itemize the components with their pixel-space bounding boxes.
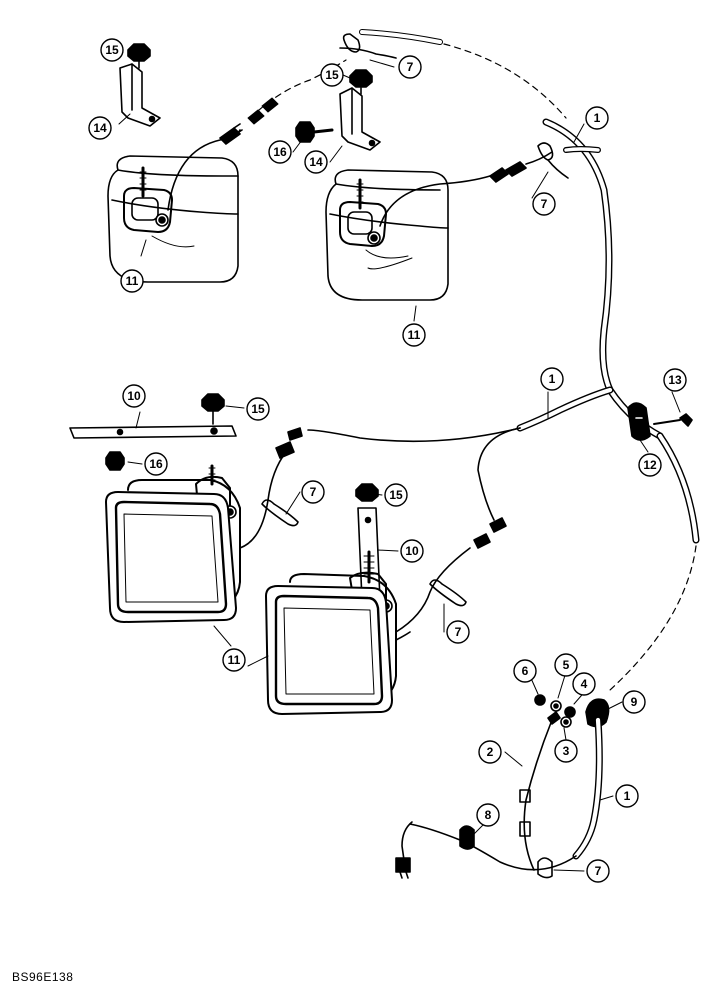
washer-5 bbox=[550, 700, 562, 712]
bracket-upper-right bbox=[339, 87, 381, 151]
callout-10: 10 bbox=[400, 539, 424, 563]
callout-6: 6 bbox=[513, 659, 537, 683]
callout-15: 15 bbox=[100, 38, 124, 62]
lower-harness bbox=[395, 694, 610, 879]
callout-4: 4 bbox=[572, 672, 596, 696]
washer-4 bbox=[564, 706, 576, 718]
drawing-code: BS96E138 bbox=[12, 970, 74, 984]
callout-12: 12 bbox=[638, 453, 662, 477]
bolt-16-lower bbox=[105, 451, 125, 471]
callout-label: 7 bbox=[455, 625, 462, 639]
callout-1: 1 bbox=[540, 367, 564, 391]
callout-2: 2 bbox=[478, 740, 502, 764]
callout-label: 1 bbox=[594, 111, 601, 125]
callout-label: 11 bbox=[126, 274, 139, 288]
callout-label: 14 bbox=[309, 155, 323, 169]
callout-5: 5 bbox=[554, 653, 578, 677]
bracket-upper-left bbox=[119, 63, 161, 127]
callout-label: 9 bbox=[631, 695, 638, 709]
callout-9: 9 bbox=[622, 690, 646, 714]
callout-7: 7 bbox=[532, 192, 556, 216]
housing-upper-left bbox=[107, 155, 239, 283]
callout-label: 1 bbox=[624, 789, 631, 803]
housing-upper-right bbox=[325, 169, 449, 301]
callout-label: 7 bbox=[541, 197, 548, 211]
callout-7: 7 bbox=[586, 859, 610, 883]
callout-15: 15 bbox=[246, 397, 270, 421]
callout-14: 14 bbox=[304, 150, 328, 174]
callout-label: 8 bbox=[485, 808, 492, 822]
washer-6 bbox=[534, 694, 546, 706]
callout-3: 3 bbox=[554, 739, 578, 763]
callout-16: 16 bbox=[144, 452, 168, 476]
wire-to-left-lower-light bbox=[307, 427, 521, 443]
upper-right-work-light bbox=[295, 29, 569, 301]
callout-label: 10 bbox=[405, 544, 419, 558]
clamp-12 bbox=[627, 402, 693, 441]
lower-right-flood-light bbox=[265, 483, 471, 715]
main-harness-tube bbox=[516, 118, 700, 691]
bolt-16-upper bbox=[295, 121, 315, 143]
callout-label: 13 bbox=[668, 373, 682, 387]
callout-label: 15 bbox=[325, 68, 339, 82]
callout-label: 12 bbox=[643, 458, 657, 472]
lower-left-flood-light bbox=[69, 393, 299, 623]
callout-7: 7 bbox=[398, 55, 422, 79]
callout-label: 11 bbox=[228, 653, 241, 667]
nut-lower-left bbox=[201, 393, 225, 412]
callout-label: 10 bbox=[127, 389, 141, 403]
nut-3 bbox=[560, 716, 572, 728]
callout-label: 7 bbox=[310, 485, 317, 499]
callout-14: 14 bbox=[88, 116, 112, 140]
callout-15: 15 bbox=[384, 483, 408, 507]
callout-15: 15 bbox=[320, 63, 344, 87]
nut-upper-right bbox=[349, 69, 373, 88]
callout-label: 4 bbox=[581, 677, 588, 691]
callout-16: 16 bbox=[268, 140, 292, 164]
callout-7: 7 bbox=[301, 480, 325, 504]
callout-1: 1 bbox=[615, 784, 639, 808]
callout-label: 5 bbox=[563, 658, 570, 672]
upper-left-work-light bbox=[107, 43, 243, 283]
callout-label: 11 bbox=[408, 328, 421, 342]
callout-label: 16 bbox=[149, 457, 163, 471]
callout-label: 14 bbox=[93, 121, 107, 135]
callout-label: 2 bbox=[487, 745, 494, 759]
callout-label: 15 bbox=[251, 402, 265, 416]
nut-upper-left bbox=[127, 43, 151, 62]
callout-11: 11 bbox=[402, 323, 426, 347]
callout-8: 8 bbox=[476, 803, 500, 827]
callout-10: 10 bbox=[122, 384, 146, 408]
callout-label: 6 bbox=[522, 664, 529, 678]
bolt-13 bbox=[679, 413, 693, 427]
callout-label: 3 bbox=[563, 744, 570, 758]
callout-11: 11 bbox=[222, 648, 246, 672]
leader-lines bbox=[118, 59, 681, 872]
nut-lower-right bbox=[355, 483, 379, 502]
callout-11: 11 bbox=[120, 269, 144, 293]
callout-label: 7 bbox=[407, 60, 414, 74]
callout-13: 13 bbox=[663, 368, 687, 392]
callout-label: 16 bbox=[273, 145, 287, 159]
callout-7: 7 bbox=[446, 620, 470, 644]
callout-1: 1 bbox=[585, 106, 609, 130]
bar-10-upper bbox=[69, 425, 237, 439]
callout-label: 15 bbox=[105, 43, 119, 57]
callout-label: 15 bbox=[389, 488, 403, 502]
callout-label: 1 bbox=[549, 372, 556, 386]
callout-label: 7 bbox=[595, 864, 602, 878]
clip-8 bbox=[459, 825, 475, 850]
